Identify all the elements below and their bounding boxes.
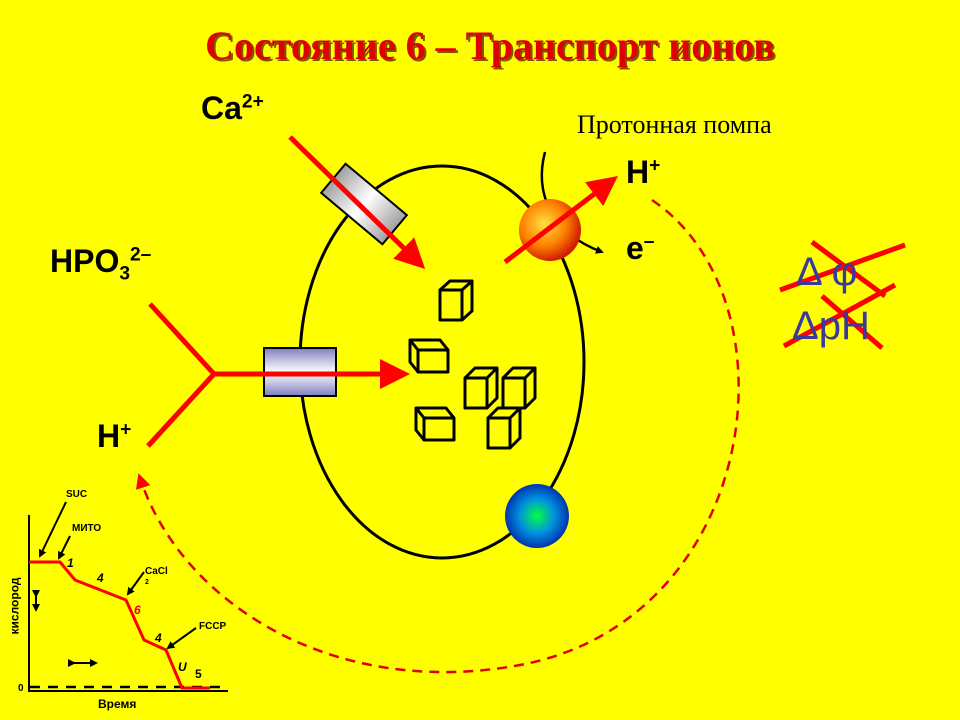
phosphate-ion-label: HPO32– bbox=[50, 245, 151, 284]
proton-right-symbol: H bbox=[626, 154, 650, 190]
fccp-pointer bbox=[166, 627, 197, 650]
cacl-text: CaCl bbox=[145, 566, 168, 577]
cacl-subscript: 2 bbox=[145, 579, 149, 586]
proton-left-symbol: H bbox=[97, 418, 121, 454]
proton-pump-arrow bbox=[503, 175, 618, 264]
electron-label: e– bbox=[626, 232, 654, 264]
calcium-ion-charge: 2+ bbox=[241, 91, 264, 113]
oxygen-trace bbox=[29, 560, 210, 690]
calcium-arrow bbox=[288, 135, 426, 269]
electron-charge: – bbox=[643, 231, 655, 253]
state-6-label: 6 bbox=[134, 603, 141, 617]
calcium-ion-label: Ca2+ bbox=[201, 92, 264, 124]
atp-synthase-sphere bbox=[505, 484, 569, 548]
oxygen-inset-chart bbox=[28, 501, 228, 692]
page-title: Состояние 6 – Транспорт ионов bbox=[205, 23, 775, 68]
proton-left-charge: + bbox=[120, 419, 132, 441]
state-1-label: 1 bbox=[67, 556, 74, 570]
proton-pump-label: Протонная помпа bbox=[577, 110, 772, 139]
inset-y-label: кислород bbox=[7, 577, 22, 635]
delta-phi-label: Δ φ bbox=[796, 250, 858, 294]
delta-crossout bbox=[779, 239, 906, 350]
cacl-label: CaCl 2 bbox=[145, 567, 168, 587]
state-4a-label: 4 bbox=[97, 571, 104, 585]
inset-zero-label: 0 bbox=[18, 683, 24, 694]
state-4b-label: 4 bbox=[155, 631, 162, 645]
inset-x-label: Время bbox=[98, 697, 137, 711]
cacl-pointer bbox=[126, 571, 145, 596]
proton-return-arc bbox=[135, 198, 740, 674]
precipitate-crystals bbox=[408, 279, 537, 450]
suc-pointer bbox=[38, 501, 67, 558]
proton-right-charge: + bbox=[649, 155, 661, 177]
proton-left-label: H+ bbox=[97, 420, 131, 452]
phosphate-y-branch bbox=[146, 302, 218, 448]
suc-label: SUC bbox=[66, 489, 88, 500]
state-u-label: U bbox=[178, 660, 187, 674]
mito-label: МИТО bbox=[72, 523, 102, 534]
phosphate-ion-symbol: HPO bbox=[50, 243, 120, 279]
mito-pointer bbox=[58, 535, 71, 560]
state-5-label: 5 bbox=[195, 667, 202, 681]
delta-ph-label: ΔpH bbox=[792, 304, 870, 348]
proton-right-label: H+ bbox=[626, 156, 660, 188]
electron-symbol: e bbox=[626, 230, 644, 266]
calcium-ion-symbol: Ca bbox=[201, 90, 242, 126]
phosphate-ion-charge: 2– bbox=[130, 244, 152, 266]
fccp-label: FCCP bbox=[199, 621, 227, 632]
phosphate-ion-subscript: 3 bbox=[119, 263, 131, 285]
